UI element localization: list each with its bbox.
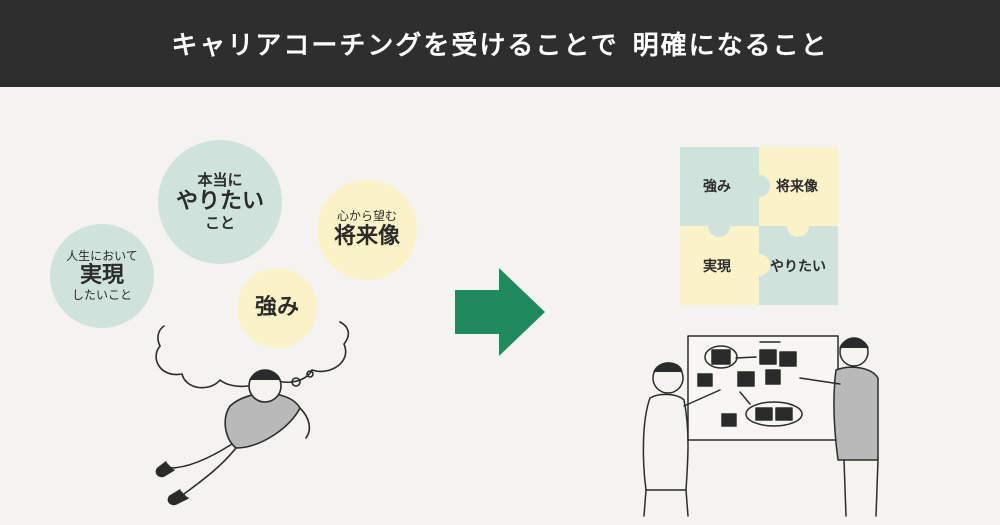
bubble-tsuyomi-line1: 強み (254, 295, 299, 321)
bubble-yaritai: 本当に やりたい こと (158, 140, 282, 264)
bubble-jitsugen-line2: 実現 (79, 263, 124, 289)
puzzle-label-top-right: 将来像 (776, 179, 818, 195)
puzzle-illustration (680, 147, 838, 305)
puzzle-label-bottom-right: やりたい (770, 259, 826, 275)
page-header: キャリアコーチングを受けることで 明確になること (0, 0, 1000, 87)
bubble-yaritai-line3: こと (204, 213, 235, 232)
bubble-jitsugen-line3: したいこと (71, 287, 132, 302)
bubble-yaritai-line2: やりたい (175, 189, 264, 215)
puzzle-label-bottom-left: 実現 (703, 259, 731, 275)
bubble-yaritai-line1: 本当に (197, 171, 243, 190)
bubble-shorai: 心から望む 将来像 (317, 180, 417, 280)
dreaming-person-illustration (155, 321, 350, 506)
bubble-jitsugen: 人生において 実現 したいこと (50, 224, 154, 328)
header-title-emphasis: 明確になること (632, 31, 829, 61)
bubble-jitsugen-line1: 人生において (66, 248, 138, 263)
bubble-shorai-line2: 将来像 (333, 224, 400, 250)
puzzle-label-top-left: 強み (703, 179, 731, 195)
bubble-shorai-line1: 心から望む (336, 209, 397, 224)
bubble-tsuyomi: 強み (237, 268, 317, 348)
right-arrow-icon (455, 268, 545, 356)
header-title: キャリアコーチングを受けることで (171, 31, 619, 61)
team-whiteboard-illustration (642, 335, 879, 517)
